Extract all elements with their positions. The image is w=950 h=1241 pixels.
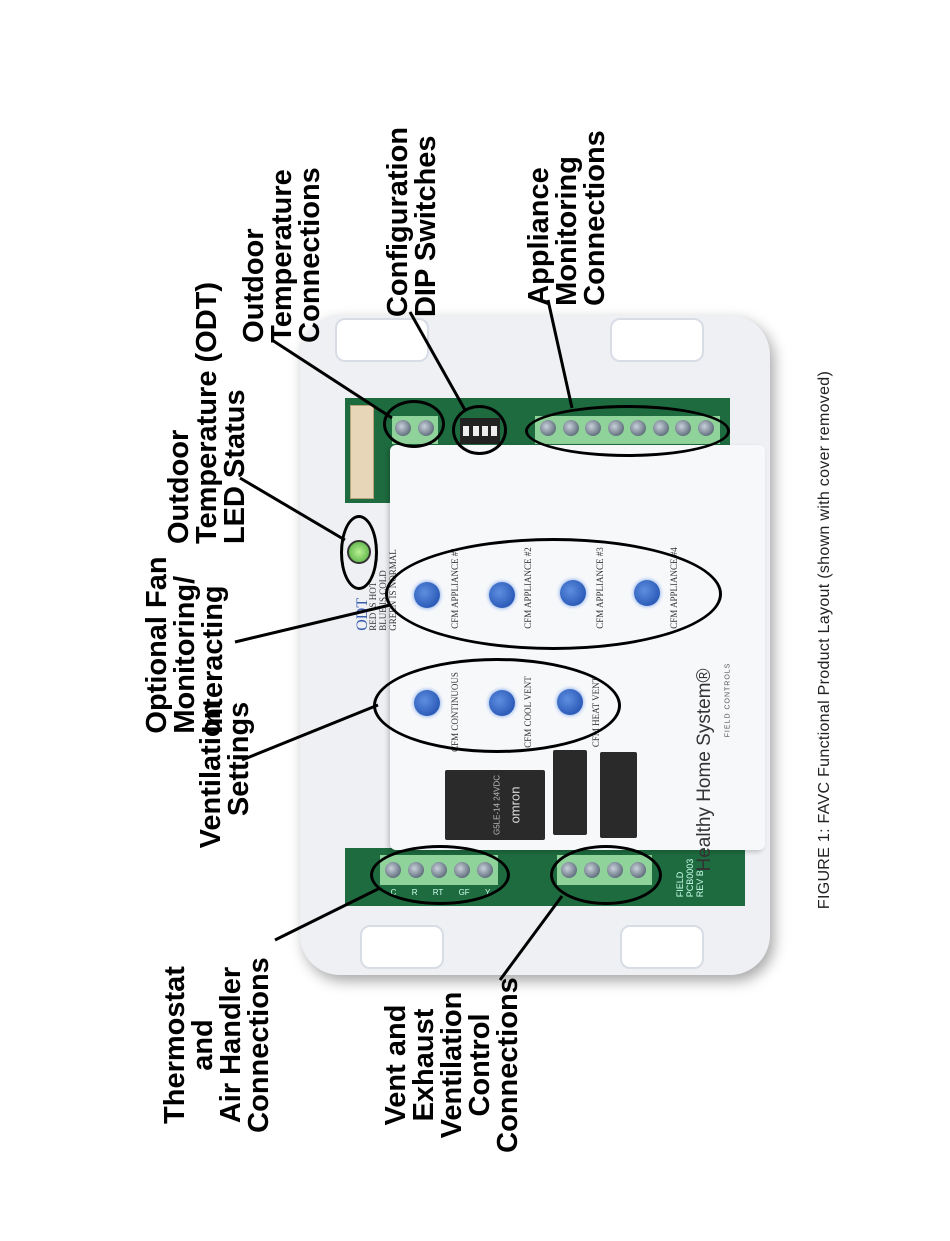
dip-switch-callout: [452, 405, 507, 455]
mounting-tab: [335, 318, 429, 362]
mounting-tab: [610, 318, 704, 362]
callout-line: [408, 311, 467, 411]
callout-line: [234, 603, 391, 644]
label-ventilation-settings: Ventilation Settings: [195, 701, 255, 849]
thermostat-connections-callout: [370, 845, 510, 905]
label-odt-led: Outdoor Temperature (ODT) LED Status: [163, 281, 251, 545]
callout-line: [546, 299, 574, 409]
callout-line: [498, 895, 564, 981]
label-vent-exhaust: Vent and Exhaust Ventilation Control Con…: [380, 977, 524, 1153]
figure-caption: FIGURE 1: FAVC Functional Product Layout…: [816, 370, 833, 910]
fan-monitoring-callout: [385, 538, 722, 650]
odt-led-callout: [340, 515, 378, 590]
relay: [553, 750, 587, 835]
callout-line: [239, 476, 346, 542]
odt-connections-callout: [383, 400, 445, 448]
mounting-tab: [620, 925, 704, 969]
omron-relay: omron G5LE-14 24VDC: [445, 770, 545, 840]
relay: [600, 752, 637, 838]
callout-line: [271, 338, 393, 420]
ribbon-connector: [350, 405, 374, 499]
callout-line: [274, 886, 381, 942]
label-appliance-monitoring: Appliance Monitoring Connections: [523, 130, 611, 306]
label-dip-switches: Configuration DIP Switches: [382, 126, 442, 318]
label-odt-connections: Outdoor Temperature Connections: [238, 167, 326, 343]
label-thermostat: Thermostat and Air Handler Connections: [159, 957, 275, 1133]
mounting-tab: [360, 925, 444, 969]
callout-line: [241, 703, 379, 762]
appliance-connections-callout: [525, 405, 730, 457]
vent-connections-callout: [550, 845, 662, 905]
